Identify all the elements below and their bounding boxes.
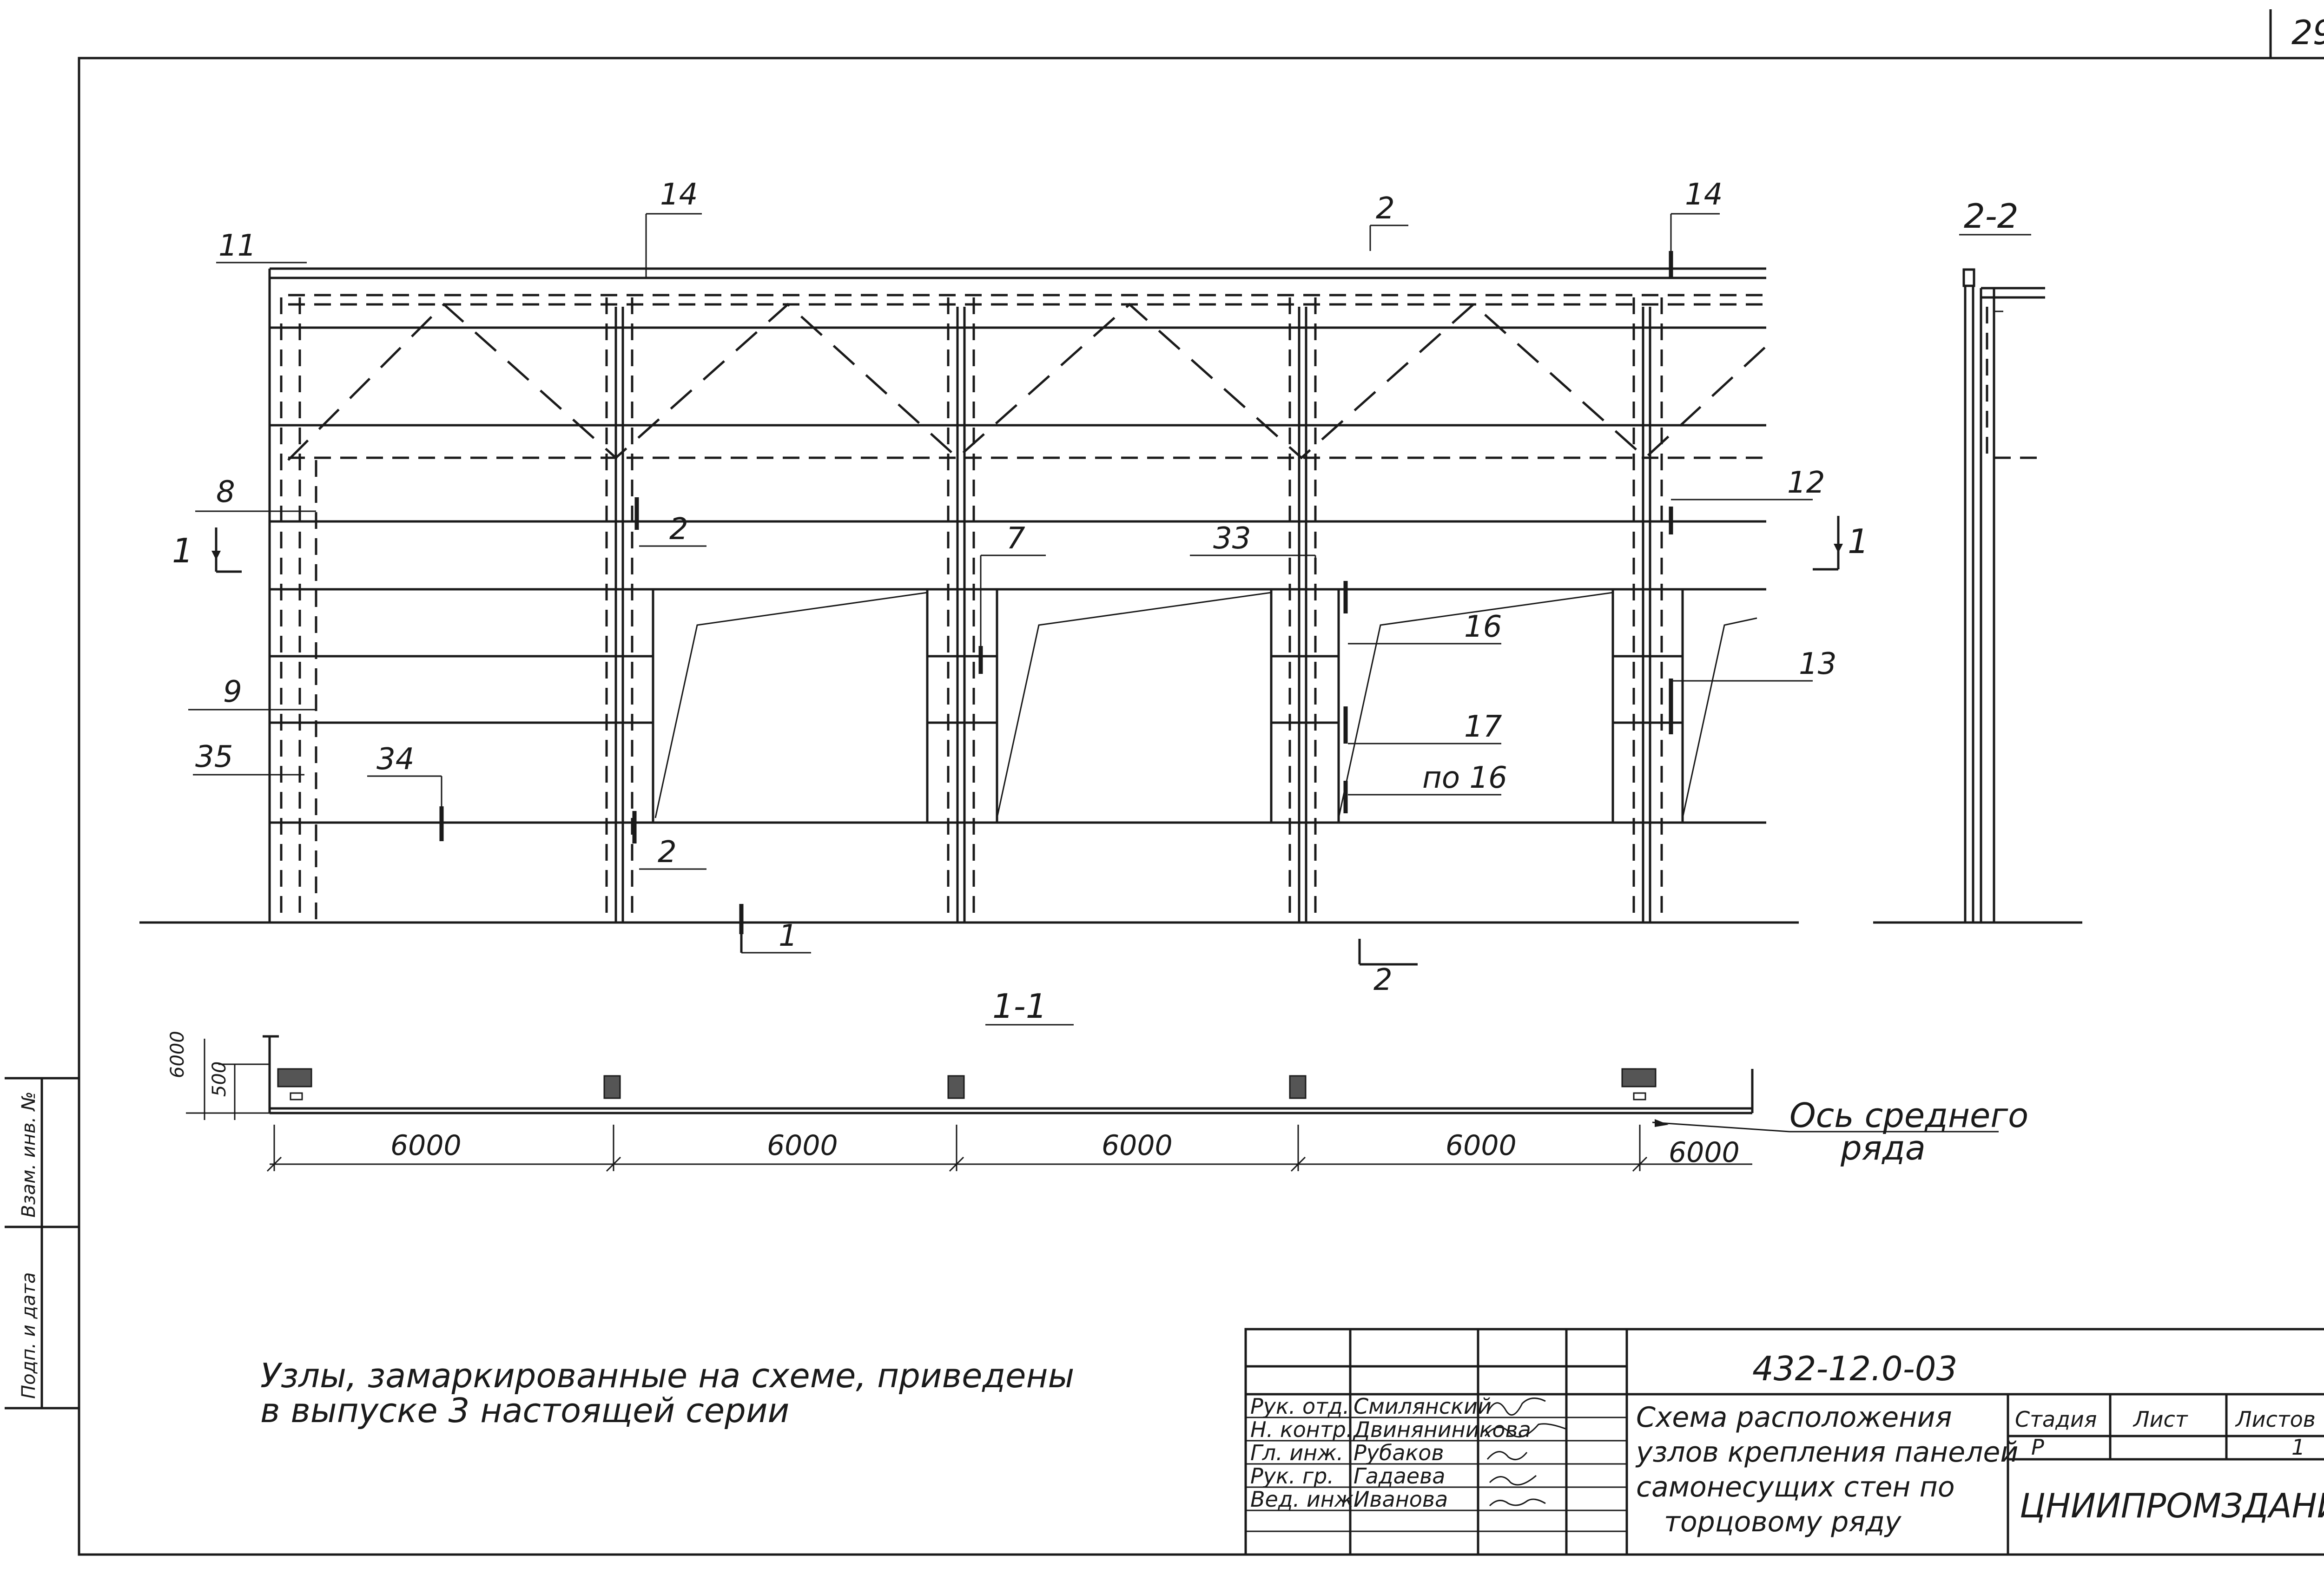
axis-label-2: ряда [1840, 1128, 1926, 1167]
sheet-header: Лист [2133, 1407, 2188, 1432]
sheet-frame [78, 57, 2324, 1556]
label-7: 7 [1006, 521, 1025, 556]
stage-value: Р [2031, 1435, 2044, 1460]
sheets-header: Листов [2235, 1407, 2316, 1432]
node-markers [439, 251, 1673, 934]
section-1-1: 1-1 Ось среднего ряда 6000 500 [167, 987, 2028, 1172]
wall-elevation: 11 14 14 2 8 9 35 34 2 2 7 33 12 16 17 п… [139, 178, 1869, 997]
sig-role-2: Н. контр. [1250, 1417, 1353, 1442]
label-8: 8 [216, 475, 235, 509]
span-dim-4: 6000 [1446, 1129, 1517, 1162]
column-block-4 [1289, 1075, 1307, 1099]
label-po-16: по 16 [1422, 761, 1507, 795]
sig-role-3: Гл. инж. [1250, 1440, 1343, 1465]
section-marker-1-bottom [740, 904, 811, 954]
sheets-value: 1 [2291, 1435, 2305, 1460]
section-2-2: 2-2 [1873, 197, 2082, 924]
title-line-4: торцовому ряду [1664, 1506, 1902, 1538]
sig-name-1: Смилянский [1353, 1394, 1492, 1419]
section-marker-1-right [1813, 516, 1843, 571]
section-1-bottom-label: 1 [779, 919, 798, 953]
dim-6000-vertical: 6000 [167, 1031, 188, 1078]
label-11: 11 [218, 229, 256, 263]
signature-marks [1484, 1397, 1567, 1507]
label-12: 12 [1787, 466, 1825, 500]
column-block-1 [277, 1068, 312, 1087]
label-35: 35 [195, 740, 233, 774]
label-13: 13 [1799, 647, 1836, 681]
sig-role-4: Рук. гр. [1250, 1463, 1334, 1489]
sig-name-4: Гадаева [1353, 1463, 1445, 1489]
column-block-2 [603, 1075, 621, 1099]
title-line-3: самонесущих стен по [1636, 1471, 1955, 1503]
axis-label-1: Ось среднего [1789, 1096, 2028, 1135]
series-code: 432-12.0-03 [1752, 1349, 1957, 1388]
title-line-2: узлов крепления панелей [1635, 1436, 2018, 1469]
organization: ЦНИИПРОМЗДАНИЙ [2020, 1486, 2324, 1525]
label-14-b: 14 [1685, 178, 1723, 212]
column-block-3 [947, 1075, 965, 1099]
label-17: 17 [1464, 710, 1502, 744]
door-opening-1 [652, 589, 929, 823]
label-16: 16 [1464, 610, 1502, 644]
sig-name-3: Рубаков [1353, 1440, 1444, 1465]
column-block-5 [1621, 1068, 1657, 1087]
dim-500-vertical: 500 [209, 1061, 230, 1097]
section-marker-2-bottom [1358, 939, 1418, 966]
section-marker-1-left [211, 527, 242, 573]
sig-name-5: Иванова [1353, 1487, 1448, 1512]
title-block: 432-12.0-03 Схема расположения узлов кре… [1244, 1328, 2324, 1556]
section-2-2-title: 2-2 [1964, 197, 2019, 236]
side-stamp-1: Взам. инв. № [18, 1091, 40, 1218]
door-opening-3 [1337, 589, 1614, 823]
section-1-right-label: 1 [1848, 522, 1869, 561]
side-stamp: Взам. инв. № Подп. и дата [5, 1077, 79, 1410]
label-9: 9 [223, 675, 242, 709]
label-2-a: 2 [669, 512, 688, 547]
door-opening-2 [996, 589, 1273, 823]
note-line-1: Узлы, замаркированные на схеме, приведен… [260, 1356, 1074, 1395]
span-dim-3: 6000 [1102, 1129, 1173, 1162]
label-14-a: 14 [660, 178, 698, 212]
page-number: 29 [2291, 13, 2324, 52]
sig-name-2: Двиняниникова [1353, 1417, 1531, 1442]
sig-role-5: Вед. инж. [1250, 1487, 1360, 1512]
section-2-bottom-label: 2 [1373, 963, 1393, 997]
stage-header: Стадия [2015, 1407, 2097, 1432]
door-opening-4 [1681, 589, 1757, 823]
span-dim-2: 6000 [767, 1129, 838, 1162]
side-stamp-2: Подп. и дата [18, 1272, 40, 1399]
label-2-b: 2 [658, 835, 677, 870]
span-dim-5: 6000 [1669, 1136, 1740, 1169]
label-34: 34 [376, 742, 414, 777]
section-1-left-label: 1 [172, 531, 193, 570]
label-2-top: 2 [1376, 191, 1395, 226]
span-dim-1: 6000 [390, 1129, 462, 1162]
note-line-2: в выпуске 3 настоящей серии [260, 1391, 789, 1430]
title-line-1: Схема расположения [1636, 1401, 1952, 1434]
leaders [188, 213, 1813, 870]
sig-role-1: Рук. отд. [1250, 1394, 1349, 1419]
label-33: 33 [1213, 521, 1251, 556]
section-1-1-title: 1-1 [992, 987, 1047, 1026]
